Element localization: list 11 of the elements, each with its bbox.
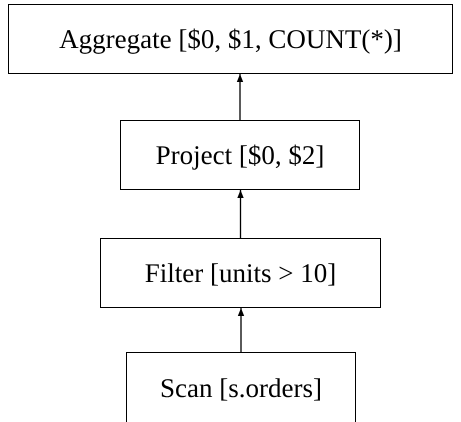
arrow bbox=[236, 74, 244, 120]
process-box bbox=[100, 238, 381, 308]
operator-label: Scan [s.orders] bbox=[160, 375, 322, 402]
operator-label: Filter [units > 10] bbox=[144, 260, 336, 286]
operator-label: Aggregate [$0, $1, COUNT(*)] bbox=[59, 26, 402, 52]
arrow bbox=[238, 308, 244, 352]
arrow bbox=[237, 190, 244, 238]
process-box bbox=[8, 4, 453, 74]
process-box bbox=[126, 352, 356, 422]
process-box bbox=[120, 120, 360, 190]
operator-label: Project [$0, $2] bbox=[156, 142, 324, 168]
